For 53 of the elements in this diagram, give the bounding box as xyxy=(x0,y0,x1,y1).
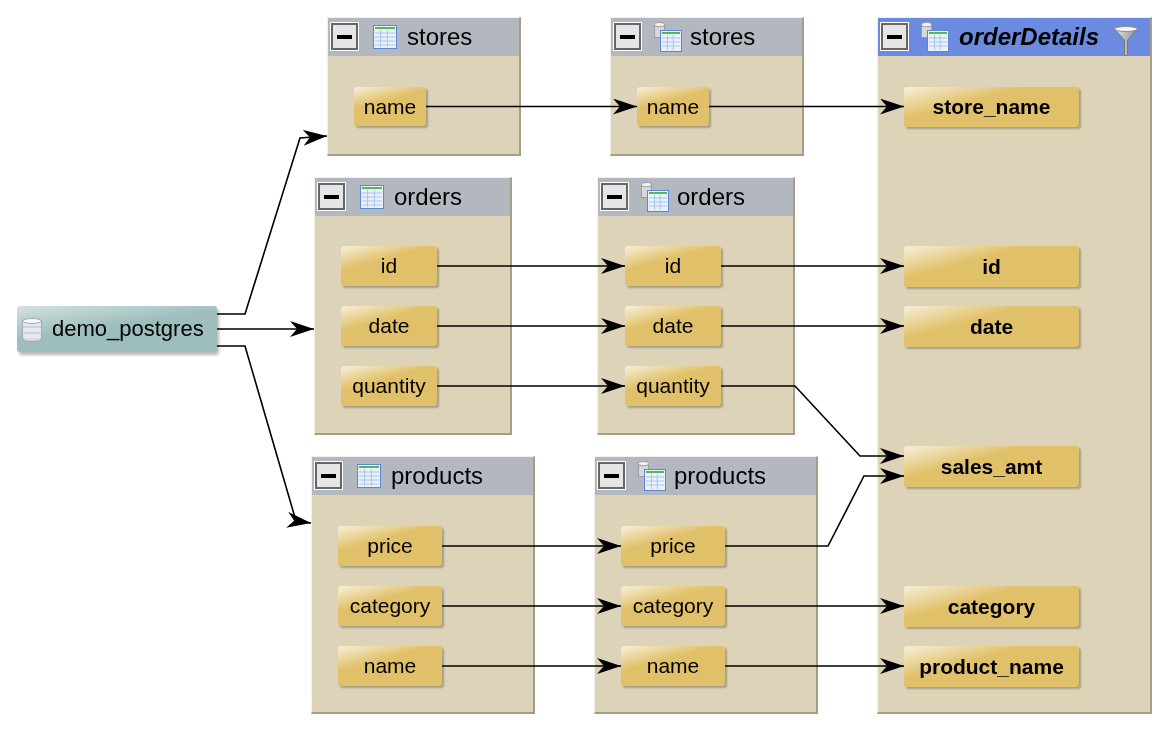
column-node: product_name xyxy=(904,646,1079,687)
arrow xyxy=(425,98,638,115)
arrow xyxy=(441,538,622,554)
column-node: id xyxy=(341,246,437,286)
arrow xyxy=(216,345,312,528)
column-node: sales_amt xyxy=(904,446,1079,487)
column-node: category xyxy=(338,586,442,626)
column-node: category xyxy=(621,586,725,626)
column-node: name xyxy=(354,87,426,126)
table-panel xyxy=(314,177,512,435)
table-name: products xyxy=(391,461,484,491)
column-node: date xyxy=(341,306,437,346)
datasource-name: demo_postgres xyxy=(52,315,204,343)
arrow xyxy=(441,658,622,674)
column-node: id xyxy=(904,246,1079,287)
table-panel xyxy=(327,17,521,156)
arrow xyxy=(708,98,905,115)
table-name: orders xyxy=(677,182,746,212)
column-node: price xyxy=(338,526,442,566)
table-panel xyxy=(877,17,1152,714)
arrow xyxy=(436,318,626,334)
table-name: products xyxy=(674,461,767,491)
arrow xyxy=(436,258,626,274)
column-node: id xyxy=(625,246,721,286)
table-name: orders xyxy=(394,182,463,212)
table-panel xyxy=(311,456,535,714)
table-panel xyxy=(594,456,818,714)
arrow xyxy=(216,321,315,337)
arrow xyxy=(724,598,905,614)
table-panel xyxy=(597,177,795,435)
arrow xyxy=(441,598,622,614)
column-node: price xyxy=(621,526,725,566)
table-name: orderDetails xyxy=(959,22,1100,52)
arrow xyxy=(216,129,328,315)
table-name: stores xyxy=(690,22,756,52)
arrow xyxy=(436,378,626,394)
table-name: stores xyxy=(407,22,473,52)
column-node: name xyxy=(621,646,725,686)
arrow xyxy=(724,658,905,674)
table-panel xyxy=(610,17,804,156)
arrow xyxy=(724,468,905,547)
column-node: date xyxy=(904,306,1079,347)
column-node: store_name xyxy=(904,87,1079,127)
column-node: date xyxy=(625,306,721,346)
arrow xyxy=(720,318,905,334)
column-node: name xyxy=(338,646,442,686)
column-node: quantity xyxy=(625,366,721,406)
column-node: category xyxy=(904,586,1079,627)
datasource-node xyxy=(17,306,217,352)
column-node: name xyxy=(637,87,709,126)
column-node: quantity xyxy=(341,366,437,406)
arrow xyxy=(720,258,905,274)
arrow xyxy=(720,385,905,464)
